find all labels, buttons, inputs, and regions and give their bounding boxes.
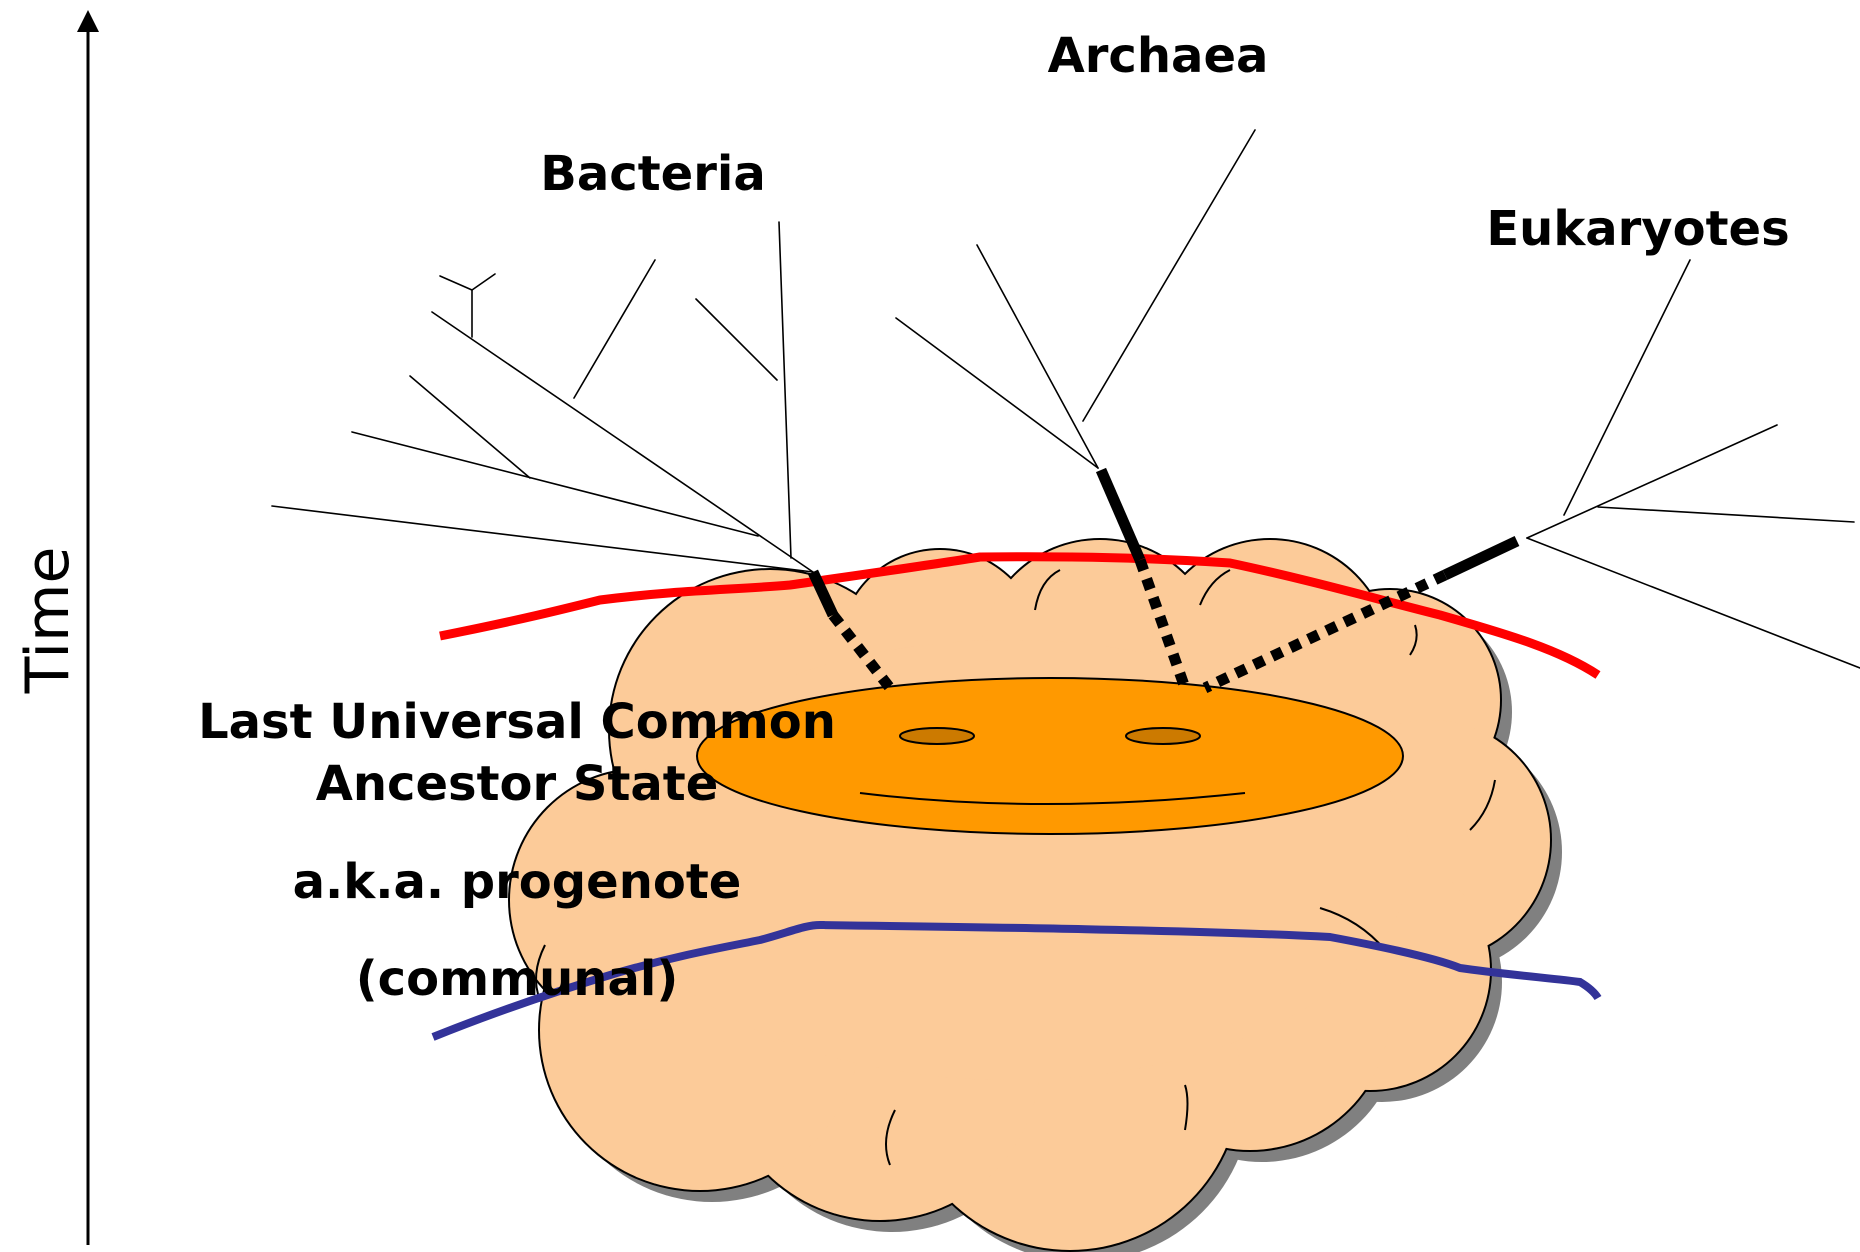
eukaryotes-tree — [1527, 260, 1860, 668]
bacteria-label: Bacteria — [540, 146, 765, 202]
eukaryotes-label: Eukaryotes — [1486, 201, 1789, 257]
time-axis: Time — [13, 10, 99, 1245]
bacteria-tree — [272, 222, 813, 572]
ancestor-title-line1: Last Universal Common — [198, 694, 836, 750]
time-axis-arrowhead — [77, 10, 99, 32]
archaea-label: Archaea — [1048, 28, 1269, 84]
ancestor-aka: a.k.a. progenote — [293, 854, 742, 910]
ancestor-title-line2: Ancestor State — [316, 756, 719, 812]
time-axis-label: Time — [13, 547, 83, 695]
right-eye — [1126, 728, 1200, 744]
archaea-tree — [896, 130, 1255, 468]
left-eye — [900, 728, 974, 744]
eukaryotes-stem — [1445, 541, 1517, 575]
ancestor-communal: (communal) — [356, 951, 679, 1007]
